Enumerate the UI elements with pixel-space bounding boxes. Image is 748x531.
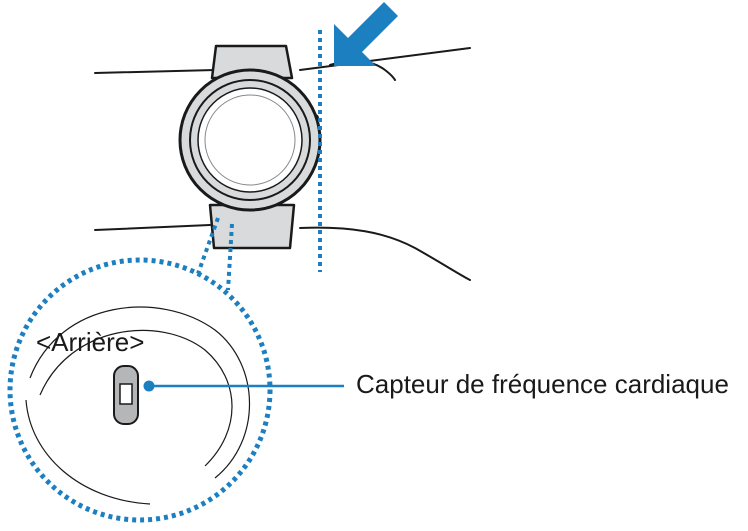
arrow-icon <box>334 2 398 66</box>
back-case-arc-outer <box>29 306 251 479</box>
back-view-label: <Arrière> <box>36 327 145 357</box>
arm-top-line-right <box>299 47 471 71</box>
callout-connector-right <box>226 223 234 291</box>
watch-back-detail <box>25 306 251 505</box>
arm-top-line-left <box>94 69 216 74</box>
sensor-window <box>119 383 133 405</box>
heart-rate-sensor <box>113 365 155 425</box>
watch-screen-ring <box>204 94 296 186</box>
watch-screen <box>197 87 303 193</box>
back-case-arc-lower <box>25 399 151 505</box>
arm-bottom-line-left <box>94 224 211 231</box>
arm-bottom-line-right <box>299 226 471 281</box>
heart-rate-sensor-label: Capteur de fréquence cardiaque <box>356 369 729 399</box>
back-view-bubble <box>7 257 273 523</box>
watch-body <box>178 68 322 212</box>
back-case-arc-inner <box>39 329 233 467</box>
